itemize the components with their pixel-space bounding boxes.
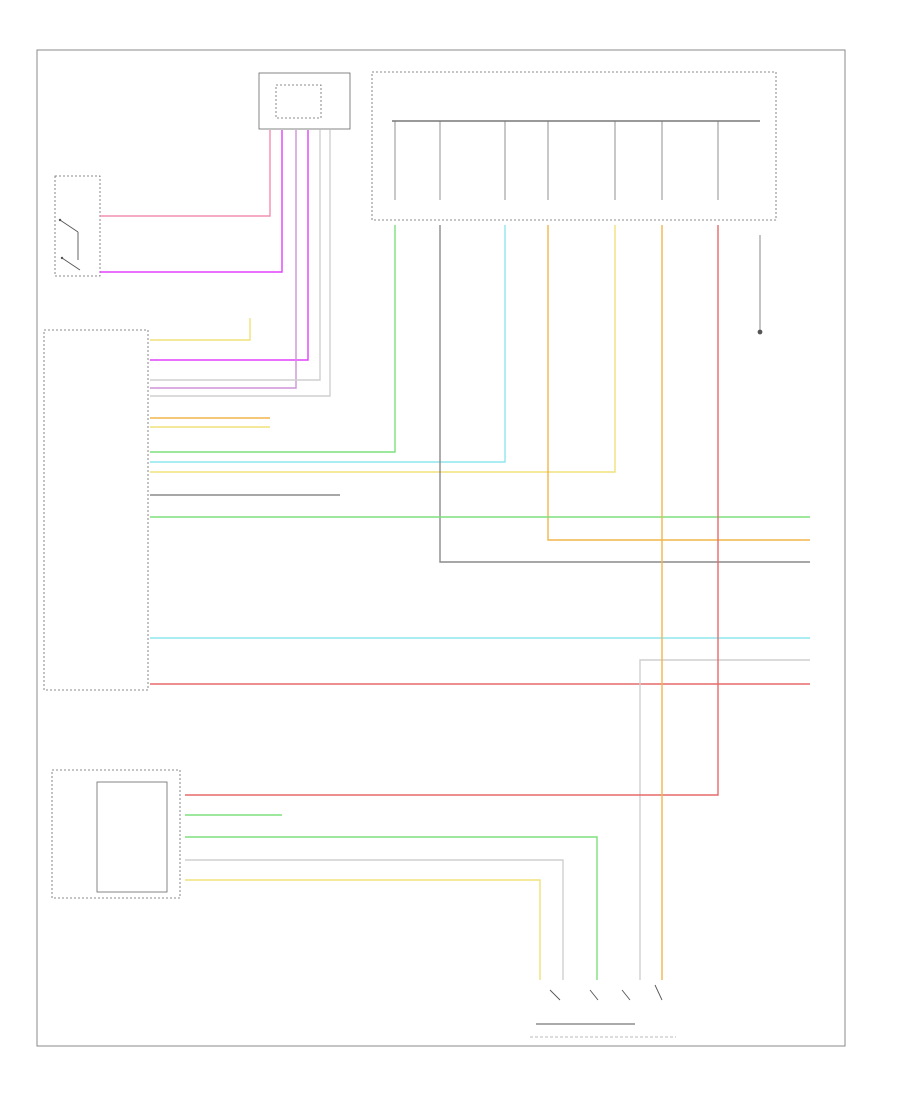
magenta-wire-top xyxy=(100,130,283,273)
cyan-wire xyxy=(150,225,506,463)
magenta-wire-b xyxy=(150,130,309,361)
bottom-module xyxy=(51,769,181,899)
white-wire-e xyxy=(150,130,321,381)
white-bottom xyxy=(185,859,564,980)
diagram-frame xyxy=(36,49,846,1047)
violet-wire-c xyxy=(150,130,297,389)
green-wire xyxy=(150,225,396,453)
ground-symbol xyxy=(757,235,763,335)
gray-wire-d xyxy=(150,130,331,397)
yellow-short xyxy=(150,318,251,341)
orange-wire xyxy=(547,225,810,541)
top-module xyxy=(258,72,351,130)
pink-wire-top xyxy=(100,130,271,217)
bottom-switch-block xyxy=(530,984,676,1038)
left-module xyxy=(43,329,149,691)
green-bottom xyxy=(185,836,598,980)
gray-wire xyxy=(439,225,810,563)
white-long xyxy=(639,659,810,980)
fuse-block xyxy=(371,71,777,221)
top-left-switch xyxy=(54,175,101,277)
yellow-bottom xyxy=(185,879,541,980)
red-vertical xyxy=(185,225,719,796)
yellow-wire xyxy=(150,225,616,473)
wires xyxy=(100,121,810,980)
